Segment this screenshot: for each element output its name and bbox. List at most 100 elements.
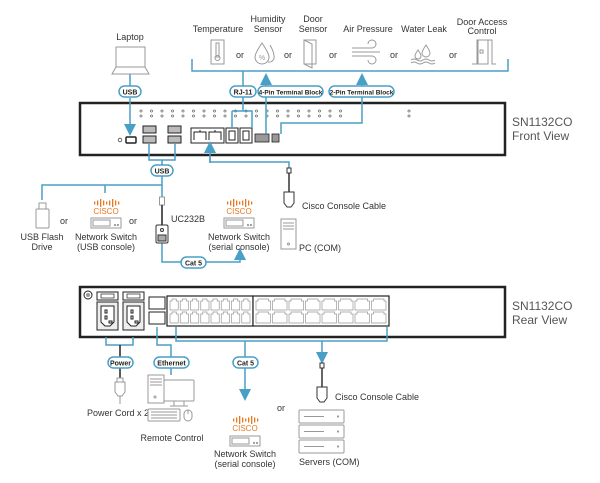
rj45-port[interactable] [210,311,220,324]
pill-2-pin: 2-Pin Terminal Block [328,85,395,98]
rj45-port[interactable] [371,311,387,324]
rj45-port[interactable] [338,311,354,324]
door-access-icon [472,39,496,65]
power-cord-label: Power Cord x 2 [87,408,149,418]
rj45-port[interactable] [200,298,210,311]
rj45-port[interactable] [200,311,210,324]
status-led [213,114,216,118]
rj45-port[interactable] [321,311,337,324]
status-led [276,114,279,118]
rj45-port[interactable] [272,298,288,311]
cisco-bar [230,200,232,206]
front-view-label: Front View [512,129,569,143]
or-label: or [129,216,137,226]
switch-usb-label-1: Network Switch [75,232,137,242]
status-led [150,114,153,118]
status-led [286,109,290,113]
rj45-port[interactable] [255,298,271,311]
svg-text:2-Pin Terminal Block: 2-Pin Terminal Block [330,90,394,97]
servers-icon [298,409,345,454]
or-label: or [449,50,457,60]
laptop-icon [111,46,150,75]
rj45-port[interactable] [231,311,241,324]
status-led [276,109,279,113]
cisco-bar [251,416,253,424]
rj45-port[interactable] [169,298,179,311]
pill-usb-front: USB [150,164,174,177]
power-switch-2[interactable] [122,291,145,301]
rear-connectors [105,327,388,401]
power-switch-1[interactable] [96,291,119,301]
water-leak-icon [410,44,436,65]
pill-ethernet: Ethernet [153,356,190,369]
status-led [318,109,321,113]
rj45-port[interactable] [179,311,189,324]
ethernet-port-1[interactable] [148,296,166,310]
mini-usb-port[interactable] [125,136,137,144]
rear-view-label: Rear View [512,313,567,327]
rj45-port[interactable] [338,298,354,311]
cisco-bar [242,200,244,206]
rj45-port[interactable] [210,298,220,311]
svg-text:USB: USB [155,169,170,176]
cisco-logo-icon [227,199,253,207]
console-cable-icon [316,362,328,403]
rj45-port[interactable] [354,298,370,311]
status-led [139,109,143,113]
ethernet-port-2[interactable] [148,311,166,325]
sensor-label-door-access-2: Control [467,26,496,36]
pill-cat5-rear: Cat 5 [232,356,259,369]
rj45-port[interactable] [179,298,189,311]
sensor-label-door-1: Door [303,14,323,24]
4-pin-terminal-block[interactable] [254,133,270,143]
status-led [150,109,153,113]
rj45-port[interactable] [255,311,271,324]
rj45-port[interactable] [220,298,230,311]
rj45-port[interactable] [190,311,200,324]
rj45-port[interactable] [321,298,337,311]
rj45-port[interactable] [305,298,321,311]
rj45-port[interactable] [354,311,370,324]
rj45-port[interactable] [371,298,387,311]
rj45-port[interactable] [241,298,251,311]
rj45-port[interactable] [190,298,200,311]
front-device-name: SN1132CO [512,115,572,129]
status-led [202,109,206,113]
network-switch-icon [229,435,261,447]
rj45-port[interactable] [169,311,179,324]
2-pin-terminal-block[interactable] [271,133,280,143]
svg-text:4-Pin Terminal Block: 4-Pin Terminal Block [259,90,323,97]
switch-serial-label-1: Network Switch [208,232,270,242]
sensor-label-air-pressure: Air Pressure [343,24,393,34]
status-led [192,109,195,113]
rear-switch-label-2: (serial console) [214,459,275,469]
rj45-port[interactable] [272,311,288,324]
ground-screw-center [86,293,90,297]
rj45-port[interactable] [241,311,251,324]
rj45-port[interactable] [231,298,241,311]
status-led [328,109,332,113]
sensor-label-door-2: Sensor [299,24,328,34]
cisco-bar [245,418,247,422]
cisco-logo-text: CISCO [232,424,257,433]
sensor-label-water-leak: Water Leak [401,24,447,34]
cisco-bar [251,201,253,205]
status-led [286,114,290,118]
status-led [192,114,195,118]
pill-4-pin: 4-Pin Terminal Block [257,85,324,98]
uc232b-adapter-icon [155,196,169,244]
rj45-port[interactable] [305,311,321,324]
status-led [307,114,311,118]
rj45-port[interactable] [220,311,230,324]
rj45-port[interactable] [288,298,304,311]
cisco-bar [233,418,235,422]
rj45-port[interactable] [288,311,304,324]
remote-control-pc-icon [147,374,195,422]
or-label: or [277,403,285,413]
laptop-label: Laptop [116,32,144,42]
power-socket-1[interactable] [96,301,119,331]
svg-text:Ethernet: Ethernet [157,361,186,368]
status-led [407,114,411,118]
power-socket-2[interactable] [122,301,145,331]
cisco-bar [115,200,117,206]
